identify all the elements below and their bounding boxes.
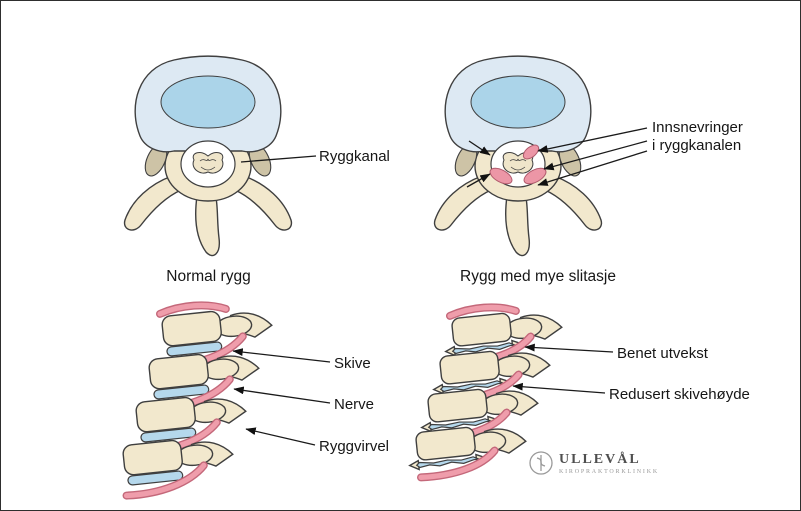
label-benet-utvekst: Benet utvekst (617, 345, 708, 362)
label-ryggvirvel: Ryggvirvel (319, 438, 390, 455)
normal-vertebra-cross-section (123, 55, 293, 257)
caption-normal-rygg: Normal rygg (166, 268, 251, 285)
label-redusert-skivehoyde: Redusert skivehøyde (609, 386, 750, 403)
label-innsnevringer-line1: Innsnevringer (652, 119, 743, 136)
ullevaal-logo-icon (529, 451, 553, 475)
degenerated-spine-side-view (408, 303, 563, 482)
ullevaal-logo: ULLEVÅL KIROPRAKTORKLINIKK (528, 449, 659, 477)
label-innsnevringer-line2: i ryggkanalen (652, 137, 742, 154)
ullevaal-logo-text: ULLEVÅL KIROPRAKTORKLINIKK (559, 452, 659, 475)
caption-rygg-med-slitasje: Rygg med mye slitasje (460, 268, 616, 285)
logo-subtitle: KIROPRAKTORKLINIKK (559, 468, 659, 475)
stenotic-vertebra-cross-section (433, 55, 603, 257)
normal-spine-side-view (122, 301, 273, 500)
label-nerve: Nerve (334, 396, 375, 413)
logo-name: ULLEVÅL (559, 451, 641, 467)
label-ryggkanal: Ryggkanal (319, 148, 390, 165)
annotation-lines (232, 127, 648, 446)
label-skive: Skive (334, 355, 371, 372)
